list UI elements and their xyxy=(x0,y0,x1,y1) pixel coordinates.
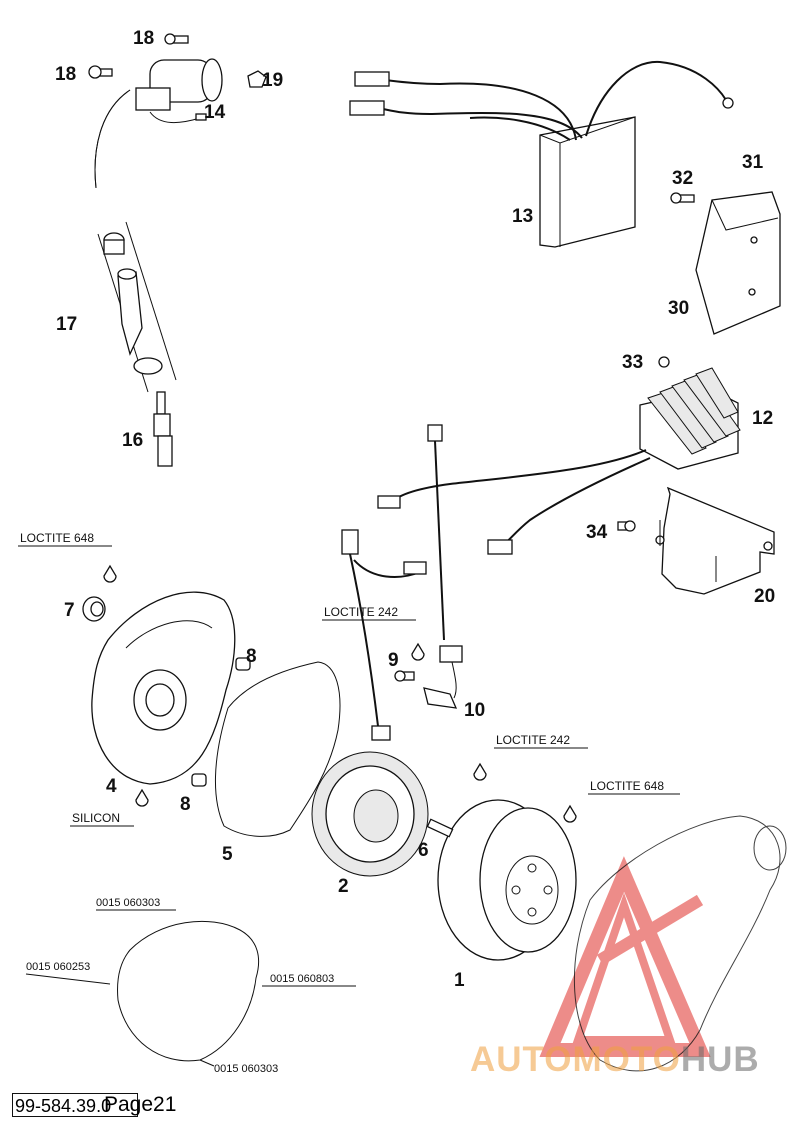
label-33: 33 xyxy=(622,352,643,373)
screw-34 xyxy=(617,520,636,532)
cover-gasket xyxy=(215,661,341,837)
gasket-code-left: 0015 060253 xyxy=(26,961,90,973)
clip-19 xyxy=(247,70,267,88)
loctite-droplet-right-a xyxy=(473,762,487,781)
loctite-droplet-right-b xyxy=(563,804,577,823)
silicon-note: SILICON xyxy=(72,811,120,825)
silicon-droplet xyxy=(135,788,149,807)
dowel-8-top xyxy=(235,657,251,671)
label-14: 14 xyxy=(204,102,226,123)
crankcase-section xyxy=(573,815,787,1072)
screw-18-left xyxy=(88,65,113,79)
gasket-code-top: 0015 060303 xyxy=(96,897,160,909)
page-label: Page21 xyxy=(104,1093,177,1116)
spark-plug xyxy=(153,391,173,467)
label-8-bottom: 8 xyxy=(180,794,191,815)
stator-wiring xyxy=(341,529,427,741)
gasket-outline xyxy=(25,909,356,1067)
label-18-top: 18 xyxy=(133,28,154,49)
screw-6 xyxy=(426,818,454,838)
label-4: 4 xyxy=(106,776,117,797)
screw-18-top xyxy=(164,33,189,45)
watermark-triangle-logo xyxy=(539,856,711,1057)
loctite-droplet-middle xyxy=(411,642,425,661)
watermark-text: AUTOMOTOHUB xyxy=(470,1040,760,1080)
spark-plug-cap xyxy=(97,221,177,393)
cdi-unit xyxy=(349,60,734,248)
label-16: 16 xyxy=(122,430,143,451)
flywheel xyxy=(437,799,577,961)
label-34: 34 xyxy=(586,522,608,543)
voltage-regulator xyxy=(377,356,741,555)
label-30: 30 xyxy=(668,298,689,319)
label-18-left: 18 xyxy=(55,64,76,85)
stator xyxy=(311,751,429,877)
regulator-bracket xyxy=(655,486,775,595)
label-2: 2 xyxy=(338,876,349,897)
label-20: 20 xyxy=(754,586,775,607)
screw-32 xyxy=(670,192,695,204)
label-10: 10 xyxy=(464,700,485,721)
watermark-text-right: HUB xyxy=(680,1040,760,1079)
seal-7 xyxy=(82,596,106,622)
label-5: 5 xyxy=(222,844,233,865)
label-12: 12 xyxy=(752,408,773,429)
label-7: 7 xyxy=(64,600,75,621)
label-8-top: 8 xyxy=(246,646,257,667)
gasket-code-right: 0015 060803 xyxy=(270,973,334,985)
label-6: 6 xyxy=(418,840,429,861)
loctite-648-note-top: LOCTITE 648 xyxy=(20,531,94,545)
label-31: 31 xyxy=(742,152,764,173)
label-17: 17 xyxy=(56,314,77,335)
label-1: 1 xyxy=(454,970,465,991)
label-9: 9 xyxy=(388,650,399,671)
loctite-droplet-top xyxy=(103,564,117,583)
dowel-8-bottom xyxy=(191,773,207,787)
screw-9 xyxy=(394,670,415,682)
document-number: 99-584.39.0 xyxy=(12,1093,138,1117)
loctite-242-note-left: LOCTITE 242 xyxy=(324,605,398,619)
loctite-242-note-right: LOCTITE 242 xyxy=(496,733,570,747)
watermark-text-left: AUTOMOTO xyxy=(470,1040,681,1079)
gasket-code-bottom: 0015 060303 xyxy=(214,1063,278,1075)
mounting-plate xyxy=(695,191,781,335)
loctite-648-note-right: LOCTITE 648 xyxy=(590,779,664,793)
ignition-cover xyxy=(91,591,236,785)
label-13: 13 xyxy=(512,206,533,227)
label-19: 19 xyxy=(262,70,283,91)
label-32: 32 xyxy=(672,168,693,189)
pickup-sensor xyxy=(423,424,463,709)
ignition-coil xyxy=(94,58,223,189)
